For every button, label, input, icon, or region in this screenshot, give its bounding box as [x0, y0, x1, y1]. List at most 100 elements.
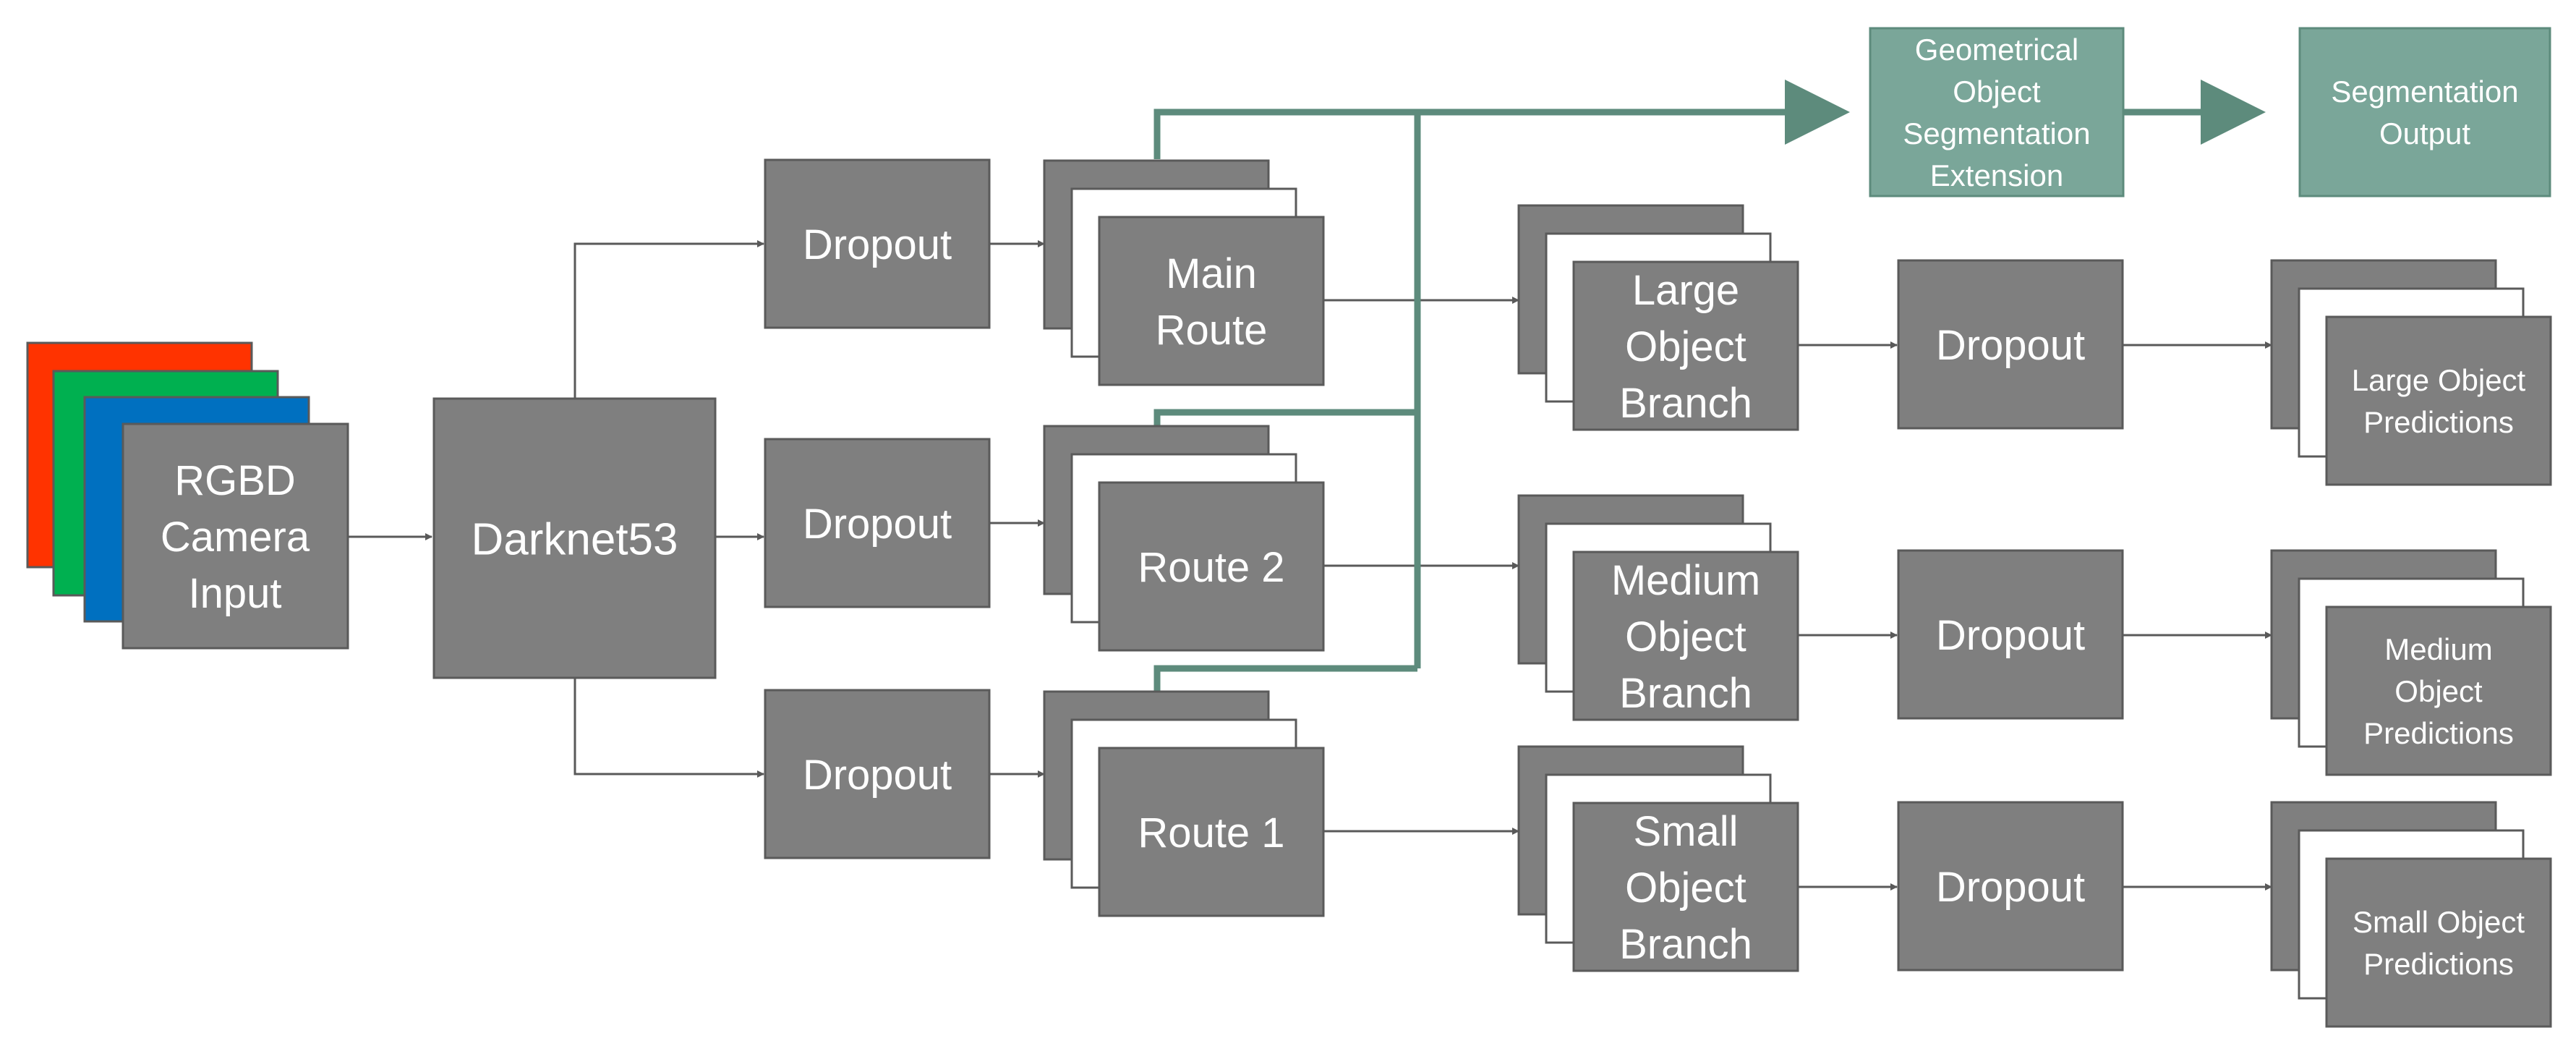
- object-branch-3-label-line: Branch: [1619, 921, 1752, 968]
- segmentation-output-block-label-line: Segmentation: [2331, 75, 2518, 109]
- object-branch-1-label-line: Large: [1632, 267, 1739, 314]
- dropout-block-3-box: [764, 689, 991, 859]
- rgbd-camera-input-label-line: RGBD: [174, 457, 296, 504]
- branch-dropout-block-2-label: Dropout: [1936, 612, 2085, 659]
- segmentation-extension-block-box: [1869, 27, 2125, 197]
- object-branch-3-label-line: Object: [1625, 864, 1747, 911]
- branch-dropout-block-3-label: Dropout: [1936, 864, 2085, 911]
- dropout-block-3: Dropout: [764, 689, 991, 859]
- dropout-block-3-label: Dropout: [803, 752, 952, 799]
- dropout-block-1: Dropout: [764, 158, 991, 329]
- branch-dropout-block-1: Dropout: [1897, 259, 2124, 430]
- segmentation-extension-block-label-line: Segmentation: [1903, 116, 2090, 150]
- object-branch-2-front-layer: [1572, 551, 1799, 721]
- object-branch-1-label-line: Branch: [1619, 380, 1752, 427]
- branch-dropout-block-2-label-line: Dropout: [1936, 612, 2085, 659]
- object-branch-1-front-layer: [1572, 260, 1799, 431]
- route-block-3-front-layer: [1098, 747, 1325, 917]
- connector-layer: [348, 240, 2272, 891]
- rgbd-camera-input-label-line: Input: [189, 570, 282, 617]
- route-block-2-label-line: Route 2: [1138, 544, 1284, 591]
- depth-channel-layer: [121, 422, 349, 650]
- route-block-1-label-line: Route: [1156, 307, 1268, 354]
- route-block-1-label-line: Main: [1166, 250, 1257, 297]
- segmentation-extension-block-label-line: Extension: [1930, 158, 2063, 192]
- route-block-1-front-layer: [1098, 216, 1325, 386]
- branch-dropout-block-1-label: Dropout: [1936, 322, 2085, 369]
- predictions-block-2-front-layer: [2325, 605, 2552, 776]
- route-block-2: Route 2: [1043, 425, 1325, 652]
- darknet53-block-label: Darknet53: [471, 514, 678, 564]
- segmentation-route-from-route-1: [1153, 665, 1417, 693]
- predictions-block-2-label-line: Object: [2394, 674, 2483, 708]
- object-branch-2-label-line: Branch: [1619, 670, 1752, 717]
- dropout-block-1-label: Dropout: [803, 221, 952, 268]
- branch-dropout-block-1-label-line: Dropout: [1936, 322, 2085, 369]
- predictions-block-3-front-layer: [2325, 857, 2552, 1028]
- branch-dropout-block-3: Dropout: [1897, 801, 2124, 972]
- predictions-block-2-label-line: Medium: [2384, 632, 2492, 666]
- darknet53-block-box: [432, 397, 717, 679]
- branch-dropout-block-3-box: [1897, 801, 2124, 972]
- dropout-block-2-box: [764, 438, 991, 608]
- branch-dropout-block-2: Dropout: [1897, 549, 2124, 720]
- segmentation-output-block-box: [2298, 27, 2551, 197]
- branch-dropout-block-1-box: [1897, 259, 2124, 430]
- segmentation-extension-block-label-line: Geometrical: [1915, 33, 2078, 67]
- predictions-block-1-label-line: Predictions: [2363, 405, 2514, 439]
- dropout-block-2-label-line: Dropout: [803, 501, 952, 548]
- predictions-block-3-label-line: Predictions: [2363, 947, 2514, 981]
- dropout-block-1-label-line: Dropout: [803, 221, 952, 268]
- route-block-2-front-layer: [1098, 481, 1325, 652]
- object-branch-2-label-line: Object: [1625, 613, 1747, 660]
- object-branch-3-front-layer: [1572, 802, 1799, 972]
- predictions-block-1-label-line: Large Object: [2352, 363, 2526, 397]
- connector-darknet-to-dropout-bottom: [573, 678, 764, 778]
- segmentation-route-layer: [1153, 80, 2266, 693]
- route-block-3: Route 1: [1043, 690, 1325, 917]
- route-block-3-label-line: Route 1: [1138, 809, 1284, 857]
- segmentation-route-from-main-route: [1153, 80, 1850, 159]
- branch-dropout-block-2-box: [1897, 549, 2124, 720]
- predictions-block-2-label-line: Predictions: [2363, 716, 2514, 750]
- darknet53-block: Darknet53: [432, 397, 717, 679]
- connector-darknet-to-dropout-top: [573, 240, 764, 399]
- route-block-3-label: Route 1: [1138, 809, 1284, 857]
- predictions-block-3-label-line: Small Object: [2353, 905, 2525, 939]
- darknet53-block-label-line: Darknet53: [471, 514, 678, 564]
- dropout-block-2-label: Dropout: [803, 501, 952, 548]
- object-branch-3-label-line: Small: [1633, 808, 1738, 855]
- predictions-block-1-front-layer: [2325, 315, 2552, 486]
- dropout-block-3-label-line: Dropout: [803, 752, 952, 799]
- segmentation-extension-block-label-line: Object: [1953, 75, 2041, 109]
- object-branch-2-label-line: Medium: [1611, 557, 1760, 604]
- object-branch-1-label-line: Object: [1625, 323, 1747, 370]
- dropout-block-1-box: [764, 158, 991, 329]
- branch-dropout-block-3-label-line: Dropout: [1936, 864, 2085, 911]
- rgbd-camera-input-label-line: Camera: [161, 514, 310, 561]
- segmentation-route-from-route-2: [1153, 409, 1417, 427]
- segmentation-output-block-label-line: Output: [2379, 116, 2470, 150]
- route-block-2-label: Route 2: [1138, 544, 1284, 591]
